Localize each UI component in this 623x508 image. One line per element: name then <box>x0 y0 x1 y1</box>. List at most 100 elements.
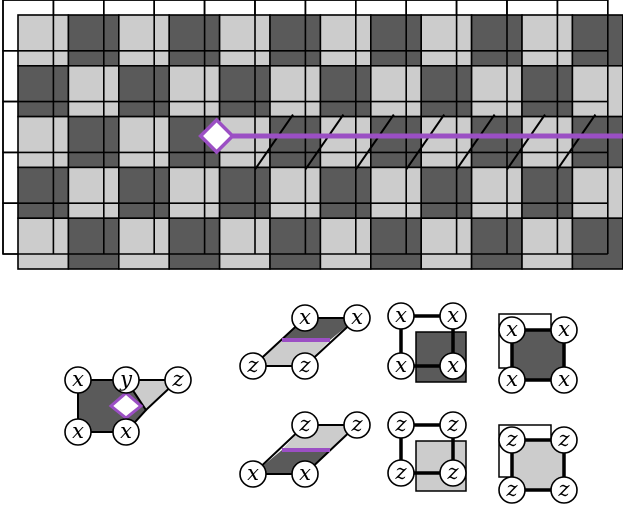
frame-piece-dark: x x x x <box>498 313 578 394</box>
path-marker <box>198 117 236 155</box>
corner-label-2: y <box>119 367 133 391</box>
shear-line <box>304 114 345 170</box>
corner-label-1: x <box>72 367 84 391</box>
dark-cell <box>67 115 120 169</box>
shear-bottom-label-4: x <box>299 461 311 485</box>
dark-cell <box>67 14 120 67</box>
light-cell <box>168 65 221 118</box>
dark-cell <box>420 65 473 118</box>
shear-line <box>254 114 294 170</box>
square-light-label-4: z <box>446 460 459 484</box>
light-cell <box>571 65 623 118</box>
square-dark-label-2: x <box>447 303 459 327</box>
square-dark-label-4: x <box>447 353 459 377</box>
dark-cell <box>67 217 120 270</box>
square-piece-light: z z z z <box>387 411 467 492</box>
dark-cell <box>319 166 372 219</box>
light-cell <box>118 14 171 67</box>
light-cell <box>571 166 623 219</box>
light-cell <box>67 65 120 118</box>
corner-label-3: z <box>171 367 184 391</box>
frame-dark-label-1: x <box>506 317 518 341</box>
dark-cell <box>571 14 623 67</box>
light-cell <box>17 115 70 169</box>
light-cell <box>319 115 372 169</box>
light-cell <box>470 166 523 219</box>
light-cell <box>218 217 271 270</box>
dark-cell <box>369 14 422 67</box>
shear-bottom-label-3: x <box>247 461 259 485</box>
dark-cell <box>269 14 322 67</box>
light-cell <box>168 166 221 219</box>
frame-light-label-4: z <box>557 477 570 501</box>
light-cell <box>420 217 473 270</box>
shear-top-label-2: x <box>351 305 363 329</box>
square-light-label-2: z <box>446 412 459 436</box>
light-cell <box>218 14 271 67</box>
shear-line <box>354 114 395 170</box>
shear-piece-bottom: z z x x <box>239 411 371 488</box>
dark-cell <box>168 14 221 67</box>
shear-top-label-3: z <box>246 353 259 377</box>
dark-cell <box>521 166 574 219</box>
frame-dark-label-2: x <box>558 317 570 341</box>
dark-cell <box>168 217 221 270</box>
corner-piece: x y z x x <box>64 366 192 446</box>
dark-cell <box>17 166 70 219</box>
square-light-label-1: z <box>394 412 407 436</box>
shear-piece-top: x x z z <box>239 304 371 380</box>
dark-cell <box>521 65 574 118</box>
light-cell <box>420 14 473 67</box>
dark-cell <box>571 115 623 169</box>
shear-top-label-1: x <box>299 305 311 329</box>
frame-light-label-3: z <box>505 477 518 501</box>
shear-bottom-label-1: z <box>298 412 311 436</box>
shear-bottom-label-2: z <box>350 412 363 436</box>
light-cell <box>521 14 574 67</box>
shear-line <box>506 114 546 170</box>
dark-cell <box>319 65 372 118</box>
light-cell <box>369 65 422 118</box>
light-cell <box>470 65 523 118</box>
corner-light-cell <box>124 379 181 412</box>
dark-cell <box>470 14 523 67</box>
frame-piece-light: z z z z <box>498 424 578 504</box>
dark-cell <box>269 217 322 270</box>
shear-line <box>405 114 446 170</box>
corner-label-4: x <box>72 419 84 443</box>
light-cell <box>319 217 372 270</box>
square-dark-label-1: x <box>395 303 407 327</box>
dark-cell <box>369 217 422 270</box>
light-cell <box>17 217 70 270</box>
corner-marker <box>108 391 144 420</box>
shear-line <box>455 114 496 170</box>
dark-cell <box>118 166 171 219</box>
light-cell <box>67 166 120 219</box>
dark-cell <box>218 166 271 219</box>
dark-cell <box>17 65 70 118</box>
light-cell <box>118 115 171 169</box>
dark-cell <box>470 217 523 270</box>
square-piece-dark: x x x x <box>387 302 467 383</box>
light-cell <box>319 14 372 67</box>
frame-dark-label-3: x <box>506 367 518 391</box>
square-dark-label-3: x <box>395 353 407 377</box>
dark-cell <box>571 217 623 270</box>
frame-dark-label-4: x <box>558 367 570 391</box>
frame-light-label-2: z <box>557 427 570 451</box>
frame-light-label-1: z <box>505 427 518 451</box>
light-cell <box>269 65 322 118</box>
corner-label-5: x <box>120 419 132 443</box>
light-cell <box>369 166 422 219</box>
light-cell <box>17 14 70 67</box>
light-cell <box>521 217 574 270</box>
shear-line <box>556 114 597 170</box>
dark-cell <box>118 65 171 118</box>
light-cell <box>118 217 171 270</box>
checkerboard-lattice <box>2 0 623 270</box>
shear-top-label-4: z <box>298 353 311 377</box>
dark-cell <box>420 166 473 219</box>
dark-cell <box>218 65 271 118</box>
light-cell <box>269 166 322 219</box>
